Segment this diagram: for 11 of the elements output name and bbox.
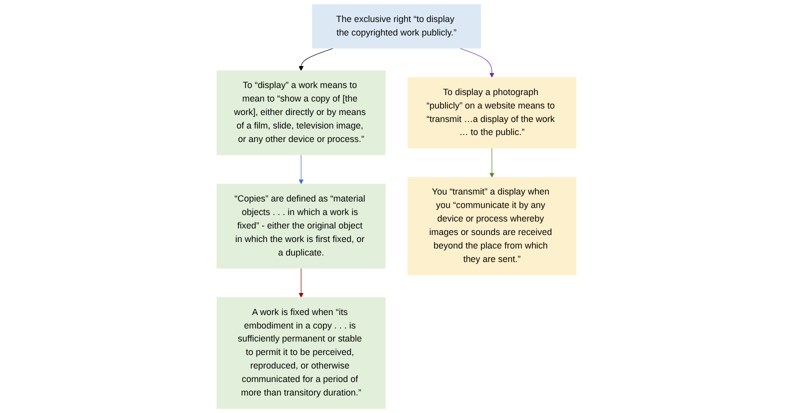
node-box: You “transmit” a display when you “communicate it by any device or process whereby images or sounds are received beyond the place from which they are sent.” bbox=[407, 177, 576, 276]
node-box: A work is fixed when “its embodiment in a copy . . . is sufficiently permanent or stable to permit it to be perceived, reproduced, or otherwise communicated for a period of more than transitory duration.” bbox=[216, 297, 386, 409]
node-box: “Copies” are defined as “material objects . . . in which a work is fixed” - either the original object in which the work is first fixed, or a duplicate. bbox=[216, 184, 386, 268]
arrow bbox=[298, 268, 304, 298]
node-box: To “display” a work means to mean to “show a copy of [the work], either directly or by means of a film, slide, television image, or any other device or process.” bbox=[216, 70, 386, 156]
arrow bbox=[489, 148, 494, 178]
arrow bbox=[298, 154, 304, 184]
node-box: The exclusive right “to display the copyrighted work publicly.” bbox=[312, 4, 481, 49]
arrow bbox=[459, 48, 494, 78]
node-box: To display a photograph “publicly” on a website means to “transmit …a display of the work … to the public.” bbox=[407, 77, 576, 148]
arrow bbox=[298, 48, 334, 71]
